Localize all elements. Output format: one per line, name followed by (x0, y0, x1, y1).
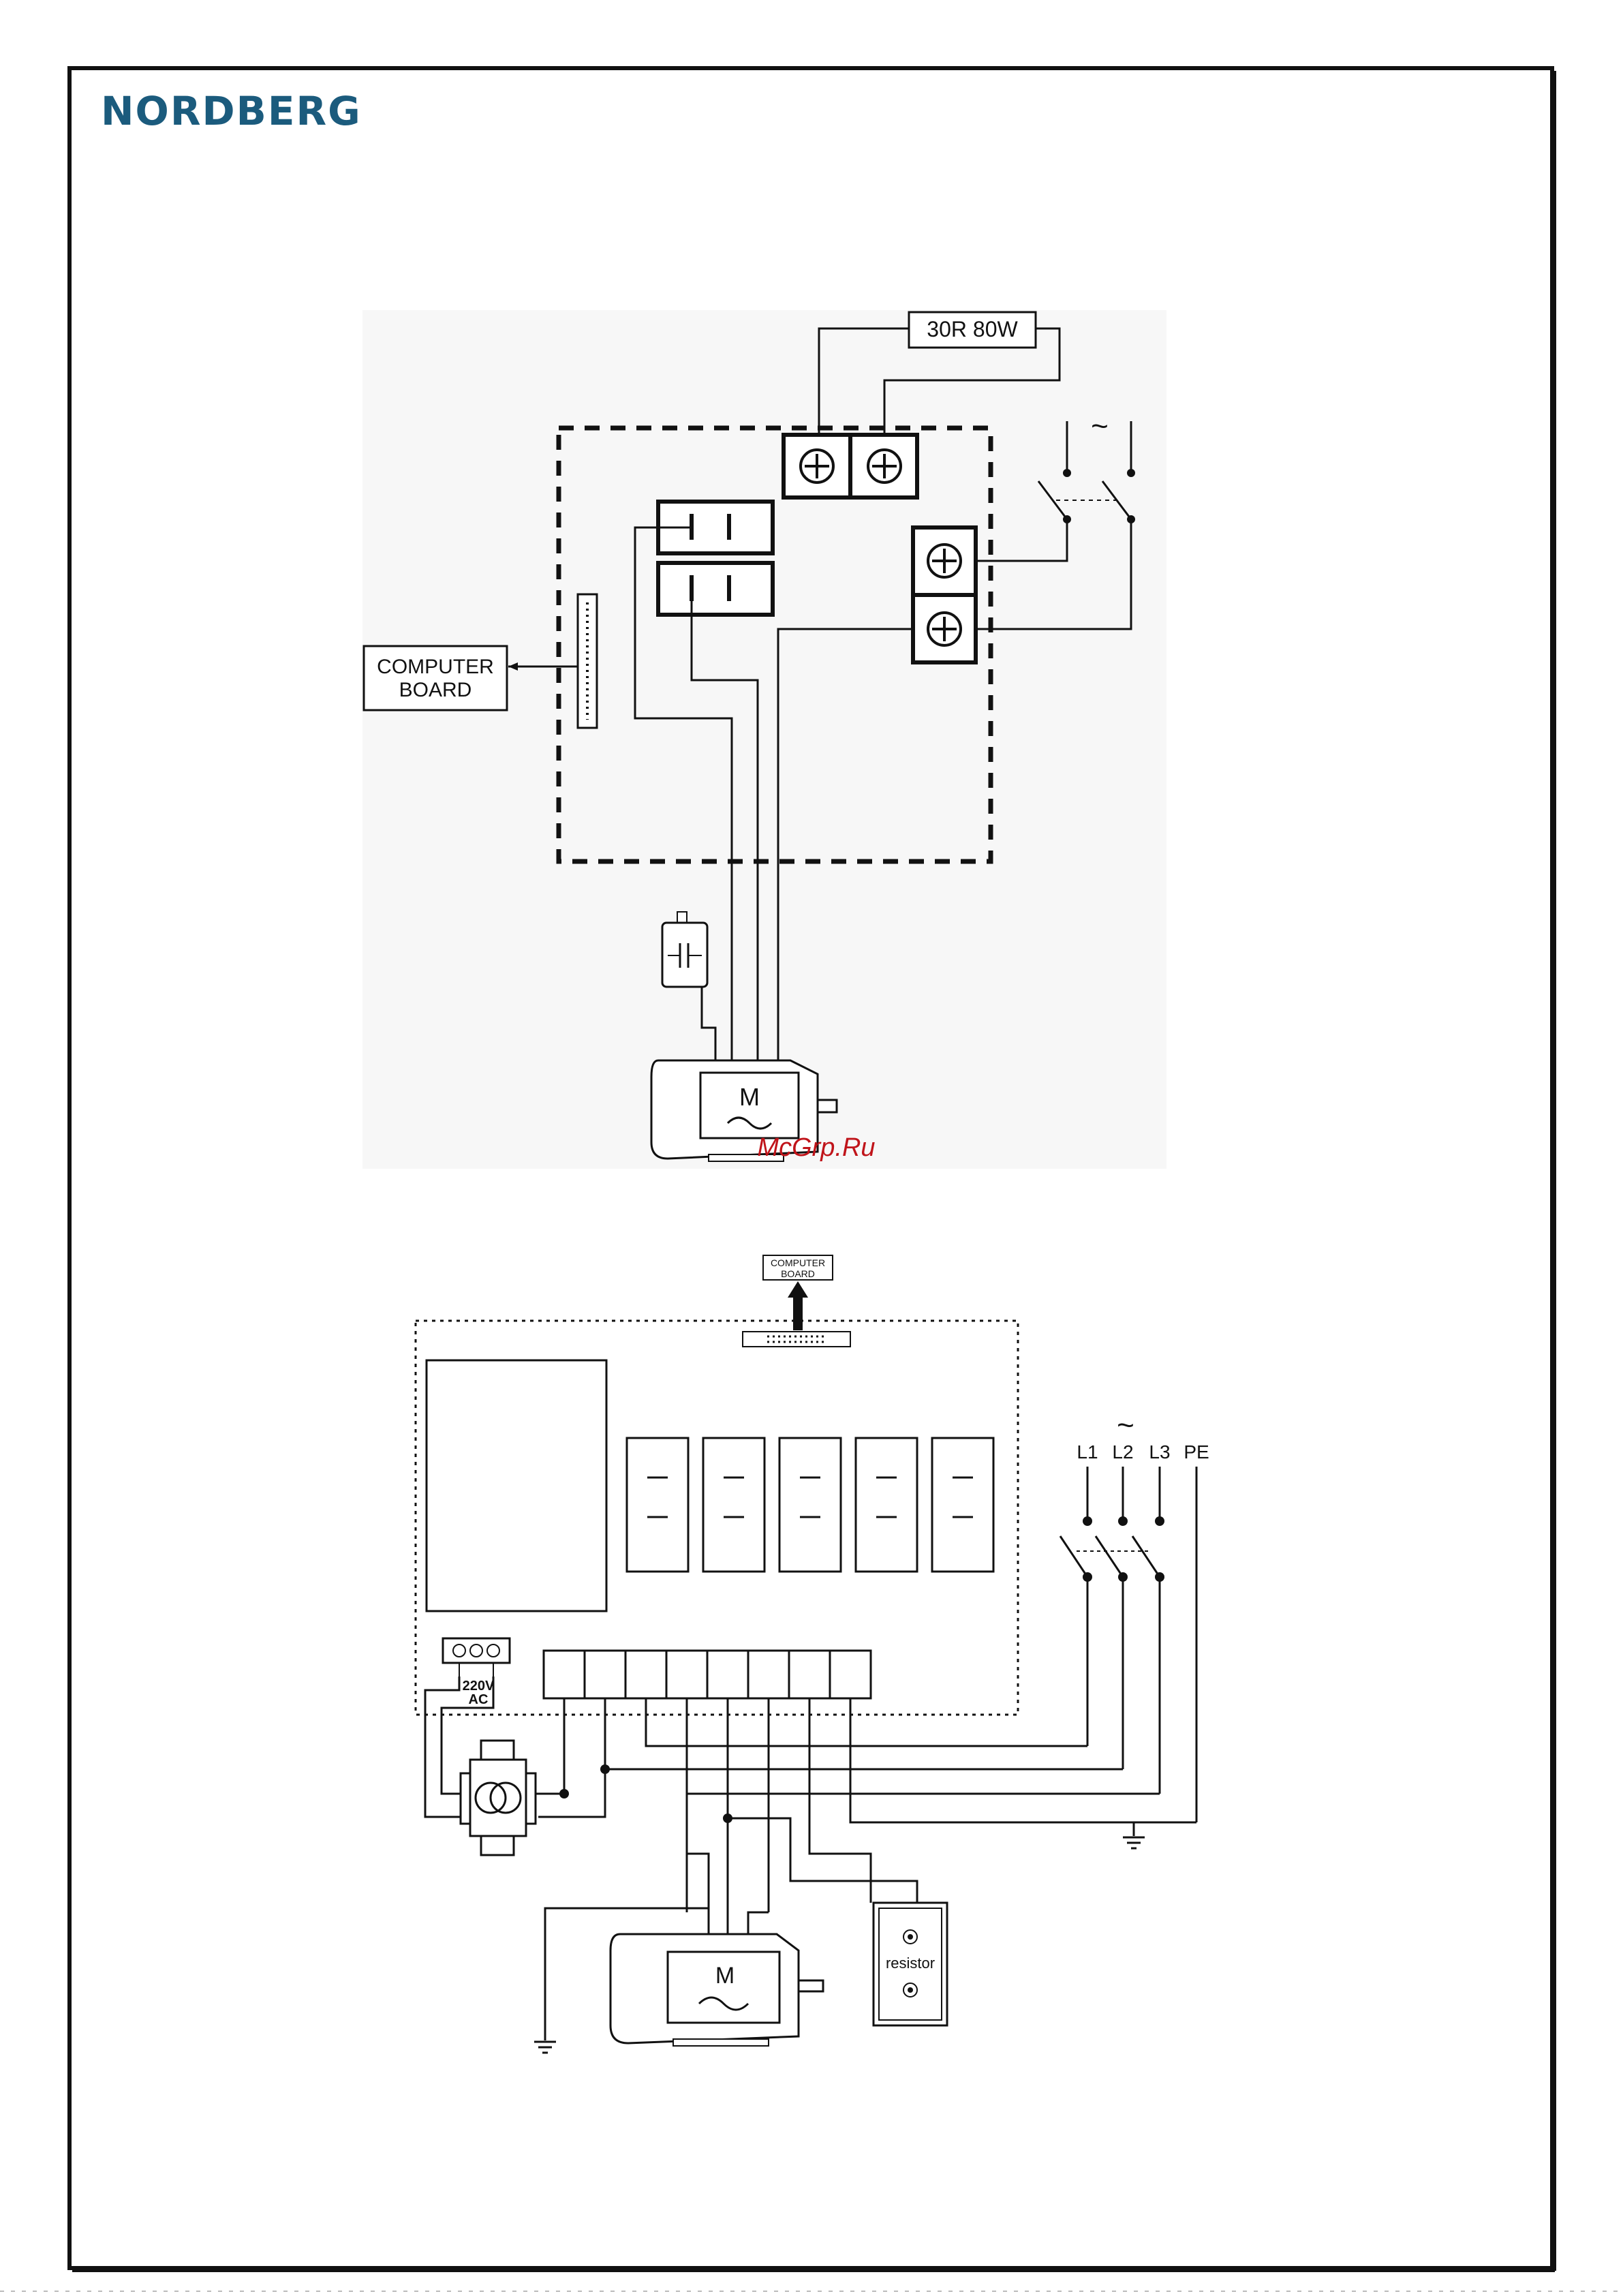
supply-ac-label: AC (469, 1692, 489, 1707)
ground-symbol-pe (1123, 1822, 1145, 1848)
relay-1 (627, 1438, 688, 1572)
relay-2 (703, 1438, 764, 1572)
ac-symbol-2: ~ (1117, 1409, 1134, 1442)
ground-symbol-motor (534, 2038, 556, 2053)
supply-socket-220v: 220V AC (443, 1638, 510, 1707)
board-connector-2 (743, 1332, 850, 1347)
supply-voltage-label: 220V (463, 1679, 495, 1694)
relay-5 (932, 1438, 993, 1572)
phase-label-l3: L3 (1149, 1441, 1170, 1463)
computer-board-label-2-line1: COMPUTER (771, 1257, 825, 1268)
phase-label-pe: PE (1184, 1441, 1209, 1463)
transformer (461, 1741, 564, 1855)
upward-arrow (788, 1281, 808, 1330)
computer-board-label-2-line2: BOARD (781, 1268, 815, 1279)
braking-resistor-2: resistor (874, 1903, 947, 2025)
motor-label-2: M (715, 1963, 735, 1989)
resistor-label: resistor (886, 1955, 935, 1972)
main-module (427, 1360, 606, 1611)
relay-bank (627, 1438, 993, 1572)
relay-4 (856, 1438, 917, 1572)
three-phase-supply: ~ L1 L2 L3 PE (1060, 1409, 1209, 1822)
phase-label-l1: L1 (1077, 1441, 1098, 1463)
motor-symbol-2: M (610, 1934, 823, 2046)
phase-label-l2: L2 (1112, 1441, 1133, 1463)
computer-board-box-2: COMPUTER BOARD (763, 1255, 833, 1330)
relay-3 (779, 1438, 841, 1572)
